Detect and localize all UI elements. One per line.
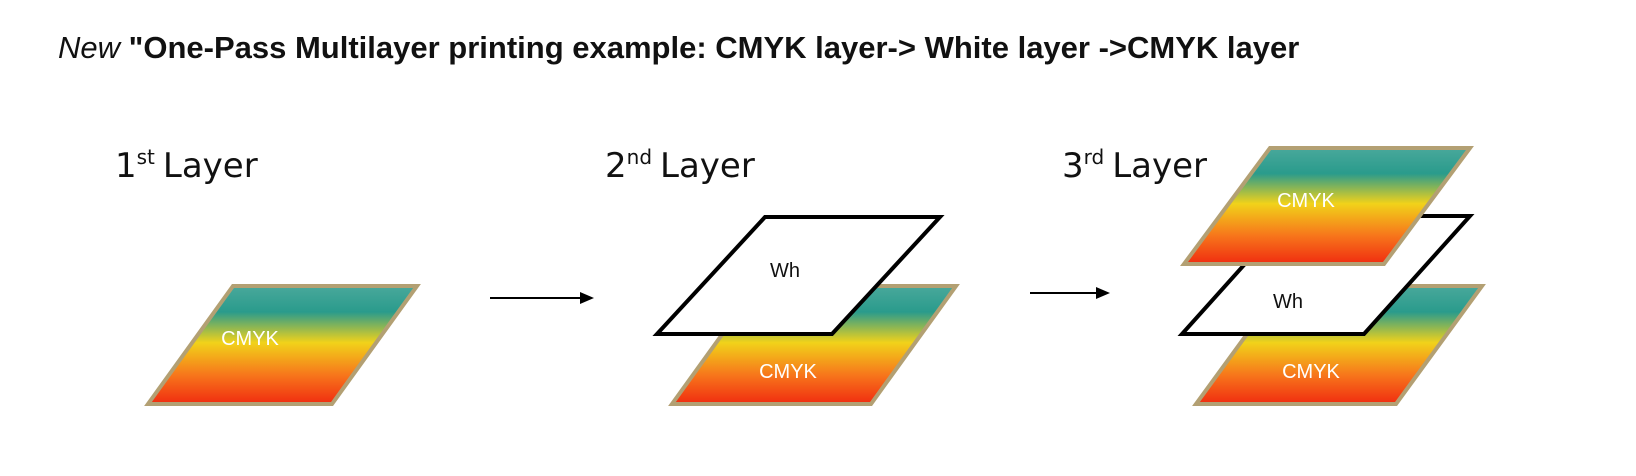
layer-1-word: Layer	[163, 146, 258, 186]
layer-2-suffix: nd	[627, 145, 652, 169]
layer-1-number: 1	[115, 146, 137, 186]
page-title: New "One-Pass Multilayer printing exampl…	[58, 30, 1299, 66]
cmyk-plate-stage3-top	[1180, 146, 1474, 266]
layer-2-heading: 2nd Layer	[605, 145, 755, 186]
title-lead: New	[58, 30, 121, 65]
layer-1-suffix: st	[137, 145, 155, 169]
cmyk-label-stage2: CMYK	[759, 361, 817, 383]
stage-3: CMYK Wh CMYK	[1177, 146, 1486, 406]
layer-3-heading: 3rd Layer	[1062, 145, 1207, 186]
cmyk-label-stage1: CMYK	[221, 328, 279, 350]
layer-3-suffix: rd	[1084, 145, 1105, 169]
layer-1-heading: 1st Layer	[115, 145, 258, 186]
cmyk-plate-stage1	[144, 284, 421, 406]
stage-2: CMYK Wh	[652, 215, 960, 406]
white-label-stage3: Wh	[1273, 291, 1303, 313]
layer-3-word: Layer	[1112, 146, 1207, 186]
layer-3-number: 3	[1062, 146, 1084, 186]
white-label-stage2: Wh	[770, 260, 800, 282]
arrow-1	[490, 292, 594, 304]
cmyk-label-stage3-top: CMYK	[1277, 190, 1335, 212]
cmyk-label-stage3-bottom: CMYK	[1282, 361, 1340, 383]
layer-2-word: Layer	[660, 146, 755, 186]
white-plate-stage2	[652, 215, 945, 336]
stage-1: CMYK	[144, 284, 421, 406]
title-main: "One-Pass Multilayer printing example: C…	[128, 30, 1300, 65]
arrow-2	[1030, 287, 1110, 299]
layer-2-number: 2	[605, 146, 627, 186]
